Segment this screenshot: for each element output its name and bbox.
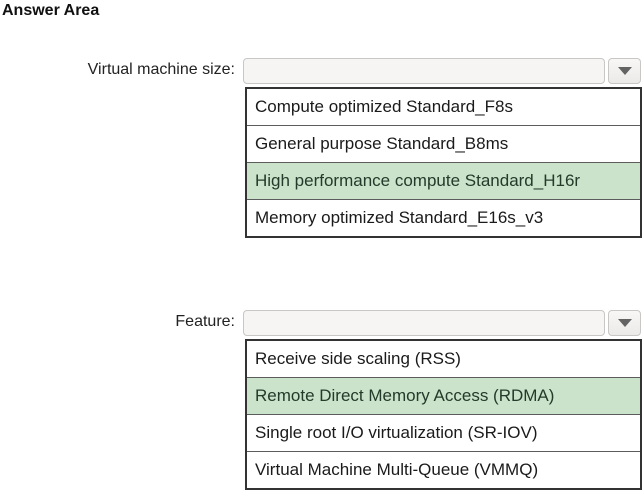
- vm-size-label: Virtual machine size:: [87, 61, 235, 78]
- vm-size-option-high-performance-compute[interactable]: High performance compute Standard_H16r: [247, 162, 640, 199]
- vm-size-option-general-purpose[interactable]: General purpose Standard_B8ms: [247, 125, 640, 162]
- vm-size-option-compute-optimized[interactable]: Compute optimized Standard_F8s: [255, 97, 513, 116]
- vm-size-selected-value[interactable]: [243, 58, 605, 84]
- page-title: Answer Area: [2, 2, 100, 19]
- feature-dropdown-button[interactable]: [608, 310, 641, 336]
- chevron-down-icon: [617, 319, 632, 327]
- feature-selected-value[interactable]: [243, 310, 605, 336]
- vm-size-option-memory-optimized[interactable]: Memory optimized Standard_E16s_v3: [247, 199, 640, 236]
- feature-option-sriov[interactable]: Single root I/O virtualization (SR-IOV): [247, 414, 640, 451]
- vm-size-dropdown[interactable]: [243, 58, 641, 84]
- feature-label: Feature:: [175, 313, 235, 330]
- vm-size-dropdown-button[interactable]: [608, 58, 641, 84]
- feature-options-list: Receive side scaling (RSS) Remote Direct…: [245, 339, 642, 490]
- vm-size-options-list: Compute optimized Standard_F8s General p…: [245, 87, 642, 238]
- chevron-down-icon: [617, 67, 632, 75]
- feature-option-rss[interactable]: Receive side scaling (RSS): [255, 349, 461, 368]
- feature-option-vmmq[interactable]: Virtual Machine Multi-Queue (VMMQ): [247, 451, 640, 488]
- feature-dropdown[interactable]: [243, 310, 641, 336]
- feature-option-rdma[interactable]: Remote Direct Memory Access (RDMA): [247, 377, 640, 414]
